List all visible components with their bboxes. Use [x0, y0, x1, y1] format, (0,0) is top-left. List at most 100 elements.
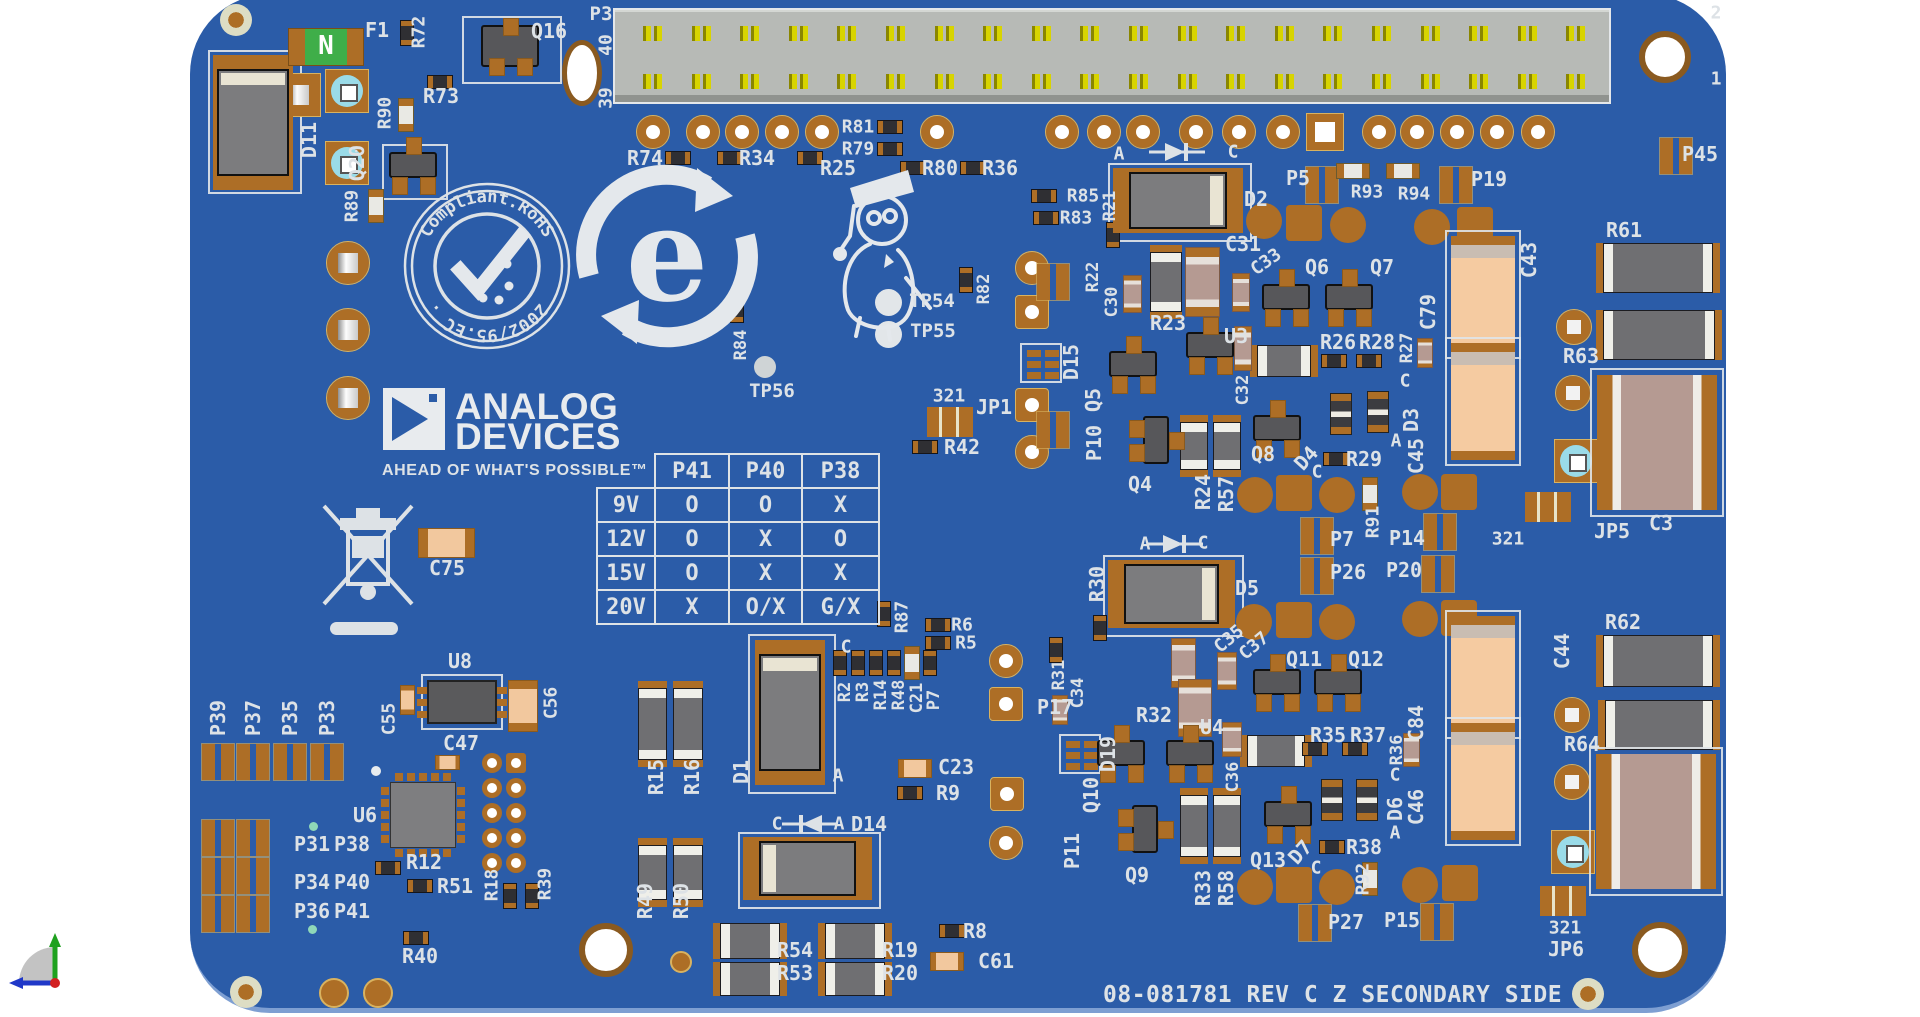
silkscreen-label: R5	[955, 632, 977, 654]
capacitor	[1402, 733, 1420, 767]
pad-pair	[273, 743, 307, 781]
silkscreen-label: JP5	[1593, 519, 1631, 543]
silkscreen-label: R40	[401, 944, 439, 968]
silkscreen-label: JP6	[1547, 937, 1585, 961]
silkscreen-label: P7	[924, 689, 944, 711]
via	[482, 853, 502, 873]
connector-pin	[1566, 74, 1586, 89]
smd-chip	[503, 883, 517, 909]
jumper-header	[927, 407, 973, 437]
transistor	[1129, 416, 1185, 464]
connector-pin	[1274, 26, 1294, 41]
silkscreen-label: Q9	[1124, 863, 1150, 887]
through-hole-pad	[1480, 115, 1514, 149]
cell: O	[654, 555, 730, 591]
gizmo-origin[interactable]	[50, 978, 60, 988]
silkscreen-label: R9	[935, 781, 961, 805]
copper-pour	[1441, 474, 1477, 510]
silkscreen-label: C32	[1233, 374, 1253, 406]
capacitor-large	[1589, 746, 1723, 896]
silkscreen-label: P36	[293, 899, 331, 923]
silkscreen-label: C55	[378, 702, 400, 736]
smd-chip	[877, 601, 891, 627]
copper-pour	[1236, 604, 1272, 640]
silkscreen-label: R35	[1309, 723, 1347, 747]
silkscreen-label: Q10	[1079, 776, 1103, 814]
pad-pair	[1300, 517, 1334, 555]
via	[506, 753, 526, 773]
cell: O	[654, 521, 730, 557]
plated-pad	[1554, 439, 1598, 483]
copper-pour	[1330, 207, 1366, 243]
view-orientation-gizmo[interactable]	[5, 925, 95, 1015]
transistor	[1109, 336, 1157, 394]
through-hole-pad	[636, 115, 670, 149]
component-outline	[208, 50, 302, 194]
mascot-figure-icon	[833, 170, 932, 342]
pad-pair	[1300, 557, 1334, 595]
transistor	[1118, 805, 1174, 853]
capacitor	[1184, 247, 1220, 317]
connector-pin	[886, 26, 905, 41]
through-hole-pad	[1362, 115, 1396, 149]
silkscreen-label: R50	[669, 882, 693, 920]
silkscreen-label: Q4	[1127, 472, 1153, 496]
connector-pin	[1566, 26, 1586, 41]
test-point	[307, 924, 317, 934]
silkscreen-label: P14	[1388, 526, 1426, 550]
component-outline	[1103, 555, 1244, 637]
connector-pin	[691, 74, 711, 89]
cell: O	[728, 487, 803, 523]
silkscreen-label: C79	[1416, 293, 1440, 331]
silkscreen-label: R83	[1059, 207, 1093, 229]
copper-pour	[1276, 867, 1312, 903]
cell: X	[801, 487, 880, 523]
silkscreen-label: Q12	[1347, 647, 1385, 671]
transistor	[1314, 654, 1362, 712]
transistor	[389, 137, 437, 195]
pad-pair	[1036, 263, 1070, 301]
silkscreen-label: C23	[937, 755, 975, 779]
connector-pin	[1323, 26, 1343, 41]
silkscreen-label: R2	[835, 681, 855, 703]
silkscreen-label: R33	[1191, 869, 1215, 907]
silkscreen-label: JP1	[975, 395, 1013, 419]
connector-pin	[837, 74, 857, 89]
capacitor	[1234, 325, 1252, 371]
smd-chip	[1362, 477, 1378, 511]
through-hole-pad	[1400, 115, 1434, 149]
silkscreen-label: R36	[981, 156, 1019, 180]
capacitor	[930, 951, 964, 971]
mounting-hole	[579, 923, 633, 977]
pad-pair	[201, 819, 235, 857]
silkscreen-label: C36	[1223, 761, 1243, 793]
silkscreen-label: Q11	[1285, 647, 1323, 671]
through-hole-pad	[1045, 115, 1079, 149]
gizmo-sector[interactable]	[19, 947, 55, 983]
table-corner	[596, 453, 656, 489]
silkscreen-label: R38	[1345, 835, 1383, 859]
smd-chip	[912, 440, 938, 454]
via	[319, 978, 349, 1008]
pad-pair	[1421, 555, 1455, 593]
silkscreen-label: P39	[206, 699, 230, 737]
smd-chip	[1031, 189, 1057, 203]
plated-pad	[1551, 830, 1595, 874]
silkscreen-label: C	[1197, 532, 1209, 554]
transistor	[1097, 725, 1145, 783]
pad-pair	[236, 743, 270, 781]
transistor	[1253, 654, 1301, 712]
copper-pour	[1402, 474, 1438, 510]
fiducial	[1572, 978, 1604, 1010]
cell: X	[654, 589, 730, 625]
silkscreen-label: D11	[297, 121, 321, 159]
pad	[1556, 309, 1592, 345]
silkscreen-label: A	[1389, 822, 1401, 844]
silkscreen-label: A	[1390, 430, 1402, 452]
smd-chip	[797, 151, 823, 165]
silkscreen-label: P26	[1329, 560, 1367, 584]
silkscreen-label: C	[840, 636, 852, 658]
through-hole-pad	[1087, 115, 1121, 149]
transistor	[1264, 786, 1312, 844]
cell: X	[728, 521, 803, 557]
